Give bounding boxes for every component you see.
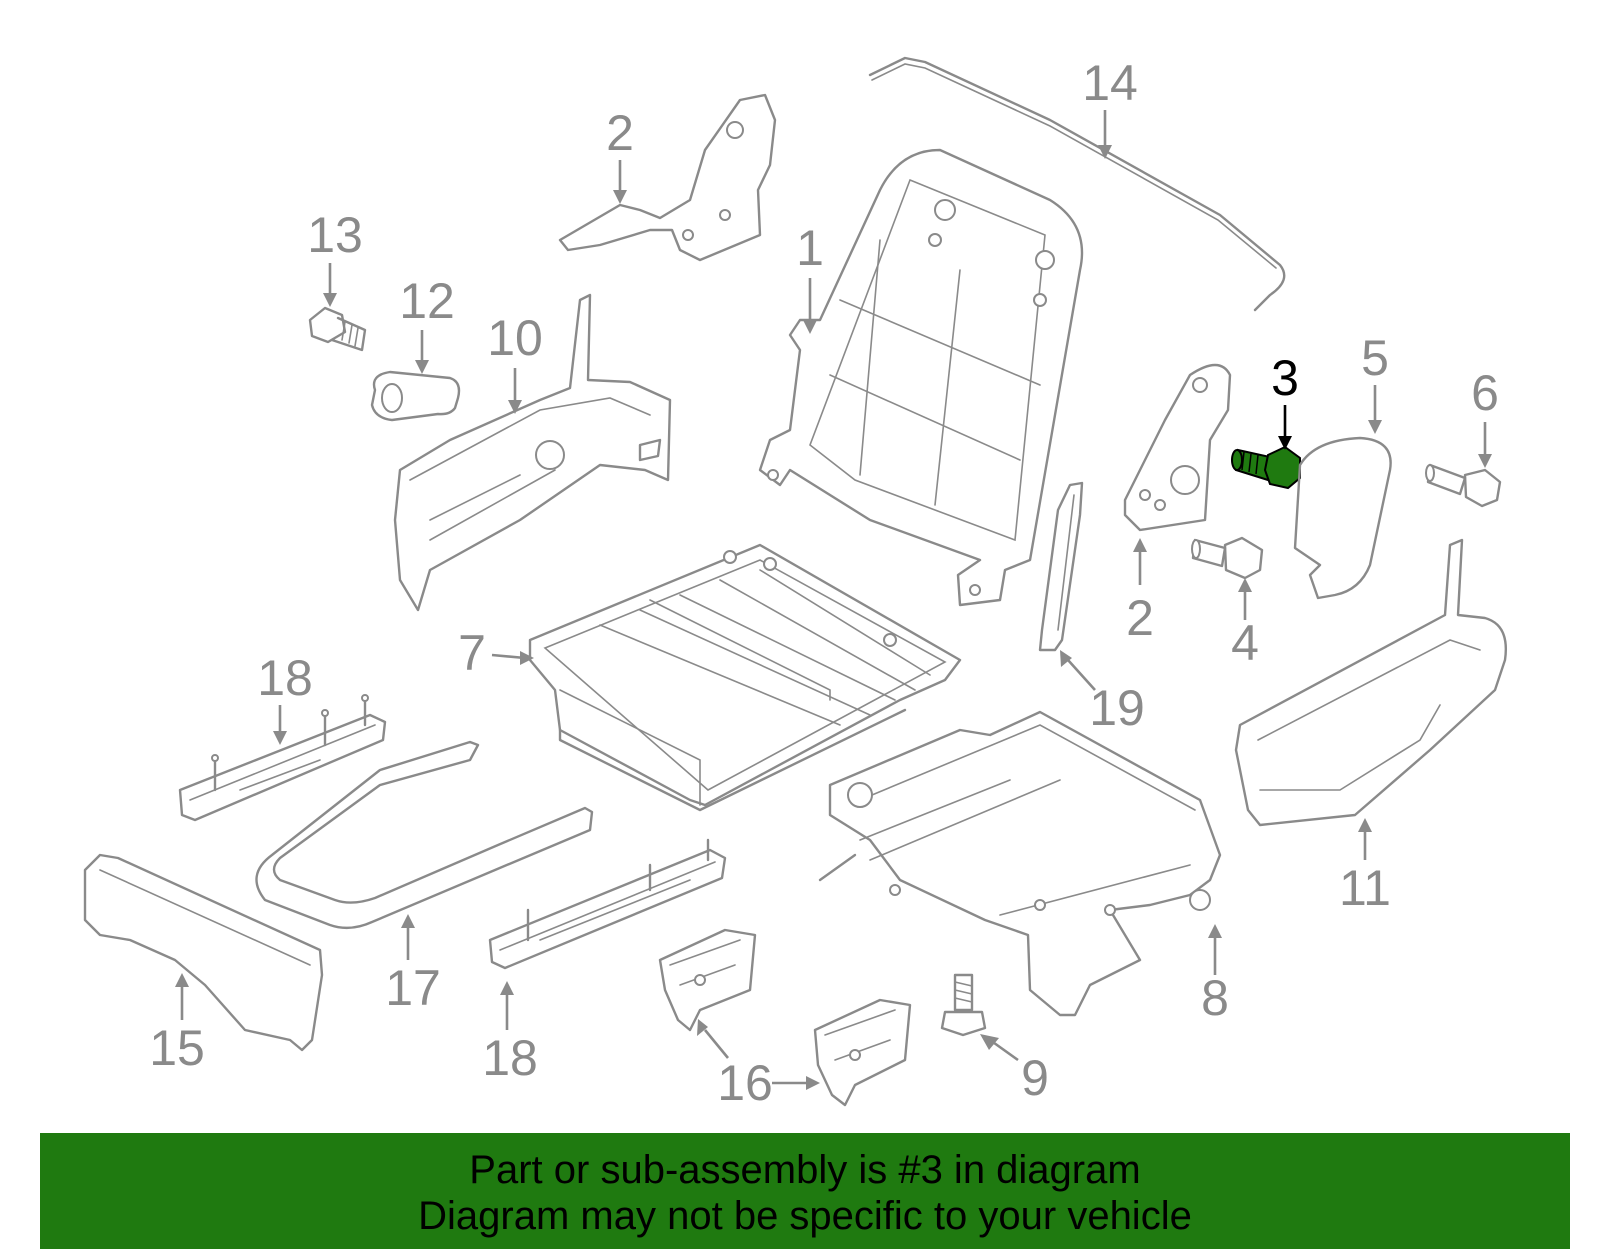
svg-text:15: 15 [149, 1020, 205, 1076]
callout-9[interactable]: 9 [980, 1034, 1049, 1106]
part-10-side-panel [393, 293, 672, 612]
callout-18-lower[interactable]: 18 [482, 981, 538, 1086]
svg-text:17: 17 [385, 960, 441, 1016]
part-1-seat-back-frame [758, 148, 1084, 607]
callout-2-upper[interactable]: 2 [606, 105, 634, 204]
svg-text:1: 1 [796, 220, 824, 276]
callout-10[interactable]: 10 [487, 310, 543, 414]
svg-text:19: 19 [1089, 680, 1145, 736]
part-11-side-shield [1234, 538, 1507, 827]
svg-text:18: 18 [482, 1030, 538, 1086]
part-6-bolt [1425, 463, 1502, 508]
svg-text:13: 13 [307, 207, 363, 263]
part-19-bracket [1038, 481, 1084, 652]
svg-text:5: 5 [1361, 330, 1389, 386]
svg-text:11: 11 [1339, 860, 1391, 916]
callout-11[interactable]: 11 [1339, 818, 1391, 916]
svg-text:8: 8 [1201, 970, 1229, 1026]
banner-line-disclaimer: Diagram may not be specific to your vehi… [418, 1194, 1192, 1238]
callout-3-highlighted[interactable]: 3 [1271, 350, 1299, 450]
part-3-bolt-highlighted[interactable] [1231, 445, 1301, 490]
callout-7[interactable]: 7 [458, 625, 534, 681]
svg-text:2: 2 [606, 105, 634, 161]
callout-16[interactable]: 16 [697, 1019, 820, 1111]
callout-13[interactable]: 13 [307, 207, 363, 307]
svg-text:14: 14 [1082, 55, 1138, 111]
callout-19[interactable]: 19 [1060, 650, 1145, 736]
svg-text:6: 6 [1471, 365, 1499, 421]
svg-text:4: 4 [1231, 615, 1259, 671]
part-8-seat-base-frame [818, 710, 1222, 1017]
callout-6[interactable]: 6 [1471, 365, 1499, 468]
callout-5[interactable]: 5 [1361, 330, 1389, 434]
callout-12[interactable]: 12 [399, 273, 455, 374]
part-2-hinge-bracket-upper [558, 93, 777, 262]
parts-diagram: 1 2 2 3 4 5 6 7 8 9 [83, 55, 1507, 1111]
callout-17[interactable]: 17 [385, 914, 441, 1016]
svg-text:16: 16 [717, 1055, 773, 1111]
part-14-wire-rod [868, 56, 1286, 312]
part-4-bolt [1191, 536, 1264, 580]
part-2-hinge-plate-lower [1123, 363, 1232, 532]
info-banner: Part or sub-assembly is #3 in diagram Di… [40, 1133, 1570, 1249]
svg-text:18: 18 [257, 650, 313, 706]
part-12-sleeve [370, 370, 461, 422]
part-13-bolt [308, 306, 367, 352]
svg-text:9: 9 [1021, 1050, 1049, 1106]
part-9-stud-bolt [940, 973, 987, 1037]
part-5-trim-cover [1293, 436, 1392, 600]
part-7-seat-cushion-frame [528, 543, 962, 812]
svg-text:3: 3 [1271, 350, 1299, 406]
part-18-seat-track-upper [178, 694, 387, 822]
banner-line-part-info: Part or sub-assembly is #3 in diagram [469, 1148, 1141, 1192]
part-17-tube-frame [255, 740, 594, 930]
callout-14[interactable]: 14 [1082, 55, 1138, 159]
callout-8[interactable]: 8 [1201, 924, 1229, 1026]
callout-18-upper[interactable]: 18 [257, 650, 313, 745]
part-18-seat-track-lower [488, 838, 727, 970]
callout-1[interactable]: 1 [796, 220, 824, 334]
callout-2-lower[interactable]: 2 [1126, 538, 1154, 646]
svg-text:12: 12 [399, 273, 455, 329]
part-16-latch-right [813, 998, 912, 1107]
part-16-latch-left [658, 928, 757, 1032]
callout-4[interactable]: 4 [1231, 578, 1259, 671]
part-15-side-cover [83, 853, 324, 1052]
svg-text:7: 7 [458, 625, 486, 681]
svg-text:10: 10 [487, 310, 543, 366]
callout-15[interactable]: 15 [149, 973, 205, 1076]
svg-text:2: 2 [1126, 590, 1154, 646]
